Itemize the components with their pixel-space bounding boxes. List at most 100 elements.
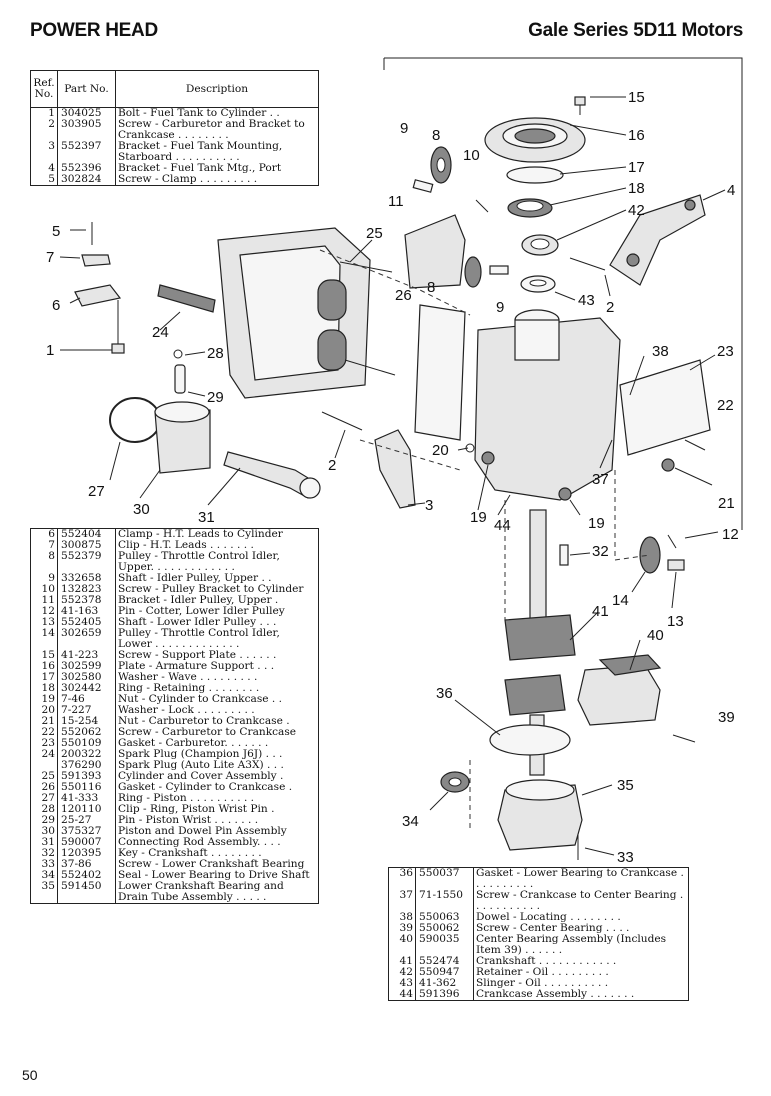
callout-16: 16 xyxy=(628,127,645,144)
callout-17: 17 xyxy=(628,159,645,176)
shaft-9-lower-drawing xyxy=(489,265,509,275)
callout-19a: 19 xyxy=(470,509,487,526)
ref-cell: 32 xyxy=(30,848,58,859)
spark-plug-drawing xyxy=(157,284,216,313)
part-no-cell: 591450 xyxy=(57,881,116,904)
ref-cell: 43 xyxy=(388,978,416,989)
col-desc-header: Description xyxy=(115,70,319,108)
callout-26: 26 xyxy=(395,287,412,304)
description-cell: Shaft - Lower Idler Pulley . . . xyxy=(118,616,277,628)
part-no-cell: 25-27 xyxy=(57,815,116,826)
description-cell: Bracket - Idler Pulley, Upper . xyxy=(118,594,279,606)
part-no-cell: 376290 xyxy=(57,760,116,771)
part-no-cell: 552396 xyxy=(57,163,116,174)
lower-bearing-drawing xyxy=(497,779,583,851)
ref-cell: 23 xyxy=(30,738,58,749)
ref-cell: 35 xyxy=(30,881,58,904)
callout-31: 31 xyxy=(198,509,215,526)
ref-cell: 7 xyxy=(30,540,58,551)
callout-8a: 8 xyxy=(432,127,440,144)
description-cell: Screw - Pulley Bracket to Cylinder xyxy=(118,583,304,595)
description-cell: Pin - Piston Wrist . . . . . . . xyxy=(118,814,259,826)
ref-cell: 24 xyxy=(30,749,58,760)
cotter-pin-drawing xyxy=(667,534,677,549)
screw-22-drawing xyxy=(684,439,706,451)
callout-10: 10 xyxy=(463,147,480,164)
description-cell: Crankshaft . . . . . . . . . . . . xyxy=(476,955,617,967)
part-no-cell: 591396 xyxy=(415,989,474,1001)
part-no-cell: 550109 xyxy=(57,738,116,749)
armature-plate-drawing xyxy=(484,117,586,163)
wave-washer-drawing xyxy=(506,166,564,184)
callout-43: 43 xyxy=(578,292,595,309)
ref-cell: 21 xyxy=(30,716,58,727)
description-cell: Screw - Support Plate . . . . . . xyxy=(118,649,277,661)
part-no-cell: 15-254 xyxy=(57,716,116,727)
callout-2a: 2 xyxy=(606,299,614,316)
part-no-cell: 332658 xyxy=(57,573,116,584)
part-no-cell: 304025 xyxy=(57,107,116,119)
description-cell: Gasket - Cylinder to Crankcase . xyxy=(118,781,293,793)
callout-34: 34 xyxy=(402,813,419,830)
description-cell: Seal - Lower Bearing to Drive Shaft xyxy=(118,869,310,881)
oil-retainer-drawing xyxy=(521,234,559,256)
retaining-ring-drawing xyxy=(507,198,553,218)
center-bearing-screw-drawing xyxy=(672,734,696,743)
part-no-cell: 120110 xyxy=(57,804,116,815)
screw-2-mid-drawing xyxy=(321,411,363,431)
callout-3: 3 xyxy=(425,497,433,514)
callout-36: 36 xyxy=(436,685,453,702)
ref-cell: 5 xyxy=(30,174,58,186)
ref-cell: 29 xyxy=(30,815,58,826)
ref-cell: 36 xyxy=(388,867,416,890)
part-no-cell: 552404 xyxy=(57,528,116,540)
part-no-cell: 552397 xyxy=(57,141,116,163)
part-no-cell: 590035 xyxy=(415,934,474,956)
part-no-cell: 71-1550 xyxy=(415,890,474,912)
part-no-cell: 303905 xyxy=(57,119,116,141)
callout-15: 15 xyxy=(628,89,645,106)
ref-cell: 4 xyxy=(30,163,58,174)
ref-cell: 20 xyxy=(30,705,58,716)
part-no-cell: 552402 xyxy=(57,870,116,881)
crankcase-drawing xyxy=(474,309,621,501)
col-part-header: Part No. xyxy=(57,70,116,108)
callout-37: 37 xyxy=(592,471,609,488)
carburetor-gasket-drawing xyxy=(619,359,711,456)
description-cell: Clip - H.T. Leads . . . . . . . xyxy=(118,539,254,551)
lower-gasket-drawing xyxy=(489,724,571,756)
part-no-cell: 41-163 xyxy=(57,606,116,617)
part-no-cell: 132823 xyxy=(57,584,116,595)
description-cell: Key - Crankshaft . . . . . . . . xyxy=(118,847,262,859)
callout-27: 27 xyxy=(88,483,105,500)
callout-9a: 9 xyxy=(400,120,408,137)
ref-cell: 1 xyxy=(30,107,58,119)
description-cell: Screw - Center Bearing . . . . xyxy=(476,922,630,934)
ref-cell: 39 xyxy=(388,923,416,934)
description-cell: Pulley - Throttle Control Idler, Upper. … xyxy=(118,550,280,573)
description-cell: Lower Crankshaft Bearing and Drain Tube … xyxy=(118,880,284,903)
ref-cell: 17 xyxy=(30,672,58,683)
screw-2-right-drawing xyxy=(569,257,606,271)
callout-35: 35 xyxy=(617,777,634,794)
callout-18: 18 xyxy=(628,180,645,197)
callout-labels: 15 16 17 18 42 4 43 2 9 8 10 11 8 9 26 2… xyxy=(46,89,739,866)
leader-lines xyxy=(59,96,726,856)
callout-12: 12 xyxy=(722,526,739,543)
description-cell: Piston and Dowel Pin Assembly xyxy=(118,825,287,837)
description-cell: Crankcase Assembly . . . . . . . xyxy=(476,988,635,1000)
callout-32: 32 xyxy=(592,543,609,560)
ref-cell: 30 xyxy=(30,826,58,837)
